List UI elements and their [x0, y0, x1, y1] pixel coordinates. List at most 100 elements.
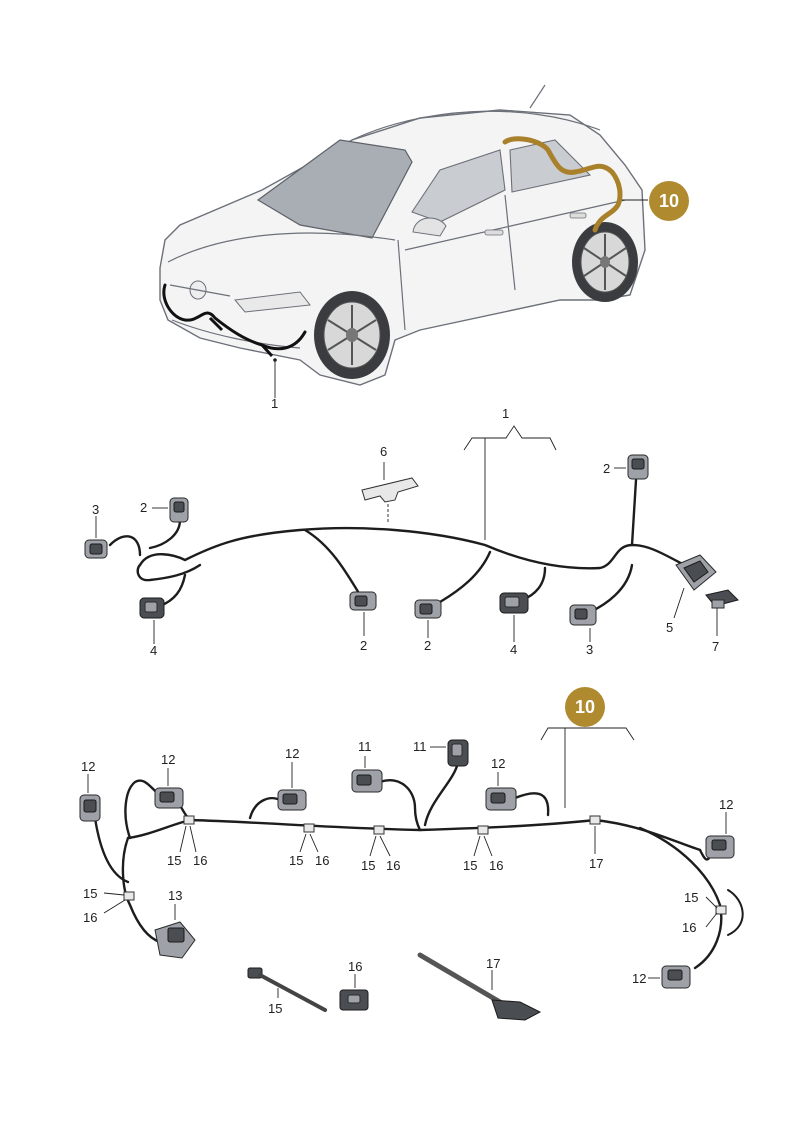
- loose-clip-16: [339, 989, 369, 1011]
- label-rear-12-e: 12: [491, 756, 505, 771]
- front-connector-2-mid: [349, 591, 377, 611]
- label-front-2-center: 2: [424, 638, 431, 653]
- rear-connector-12-a: [79, 794, 101, 822]
- car-headlight: [234, 291, 311, 313]
- label-clip-6: 6: [380, 444, 387, 459]
- car-roof-line: [351, 110, 601, 141]
- car-callout-10-badge: 10: [649, 181, 689, 221]
- rear-loop-right: [727, 889, 744, 936]
- car-antenna: [529, 84, 546, 109]
- car-rear-harness-highlight: [502, 136, 623, 233]
- rear-tie-g: [715, 905, 727, 915]
- front-connector-2-center: [414, 599, 442, 619]
- front-connector-3-right: [569, 604, 597, 626]
- car-front-bumper-harness: [162, 283, 307, 351]
- car-windshield: [256, 139, 413, 239]
- label-rear-12-c: 12: [285, 746, 299, 761]
- car-character-line: [404, 199, 626, 251]
- rear-branch-12-e: [513, 792, 550, 817]
- rear-harness-diagram: [79, 727, 744, 1021]
- car-door-handle-front: [484, 229, 504, 236]
- rear-branch-11-b: [423, 760, 460, 827]
- front-connector-3-left: [84, 539, 108, 559]
- front-harness-diagram: [84, 425, 739, 644]
- rear-harness-bracket: [540, 727, 635, 741]
- loose-cable-tie-17: [417, 952, 542, 1021]
- front-main-connector-5: [675, 554, 717, 591]
- rear-branch-12-c: [248, 796, 282, 820]
- label-loose-16: 16: [348, 959, 362, 974]
- label-rear-12-b: 12: [161, 752, 175, 767]
- rear-connector-12-d: [705, 835, 735, 859]
- label-front-2-left: 2: [140, 500, 147, 515]
- front-branch-loop: [136, 563, 202, 582]
- label-rear-15-c: 15: [361, 858, 375, 873]
- car-illustration: [159, 84, 648, 398]
- front-bracket-7: [705, 589, 739, 609]
- label-front-2-right: 2: [603, 461, 610, 476]
- label-front-7: 7: [712, 639, 719, 654]
- label-rear-12-d: 12: [719, 797, 733, 812]
- label-front-4-right: 4: [510, 642, 517, 657]
- rear-tie-e: [589, 815, 601, 825]
- label-rear-15-f: 15: [684, 890, 698, 905]
- front-connector-4-right: [499, 592, 529, 614]
- rear-branch-12-a: [93, 816, 130, 884]
- label-loose-17: 17: [486, 956, 500, 971]
- label-rear-12-f: 12: [632, 971, 646, 986]
- label-front-2-mid: 2: [360, 638, 367, 653]
- label-rear-16-d: 16: [489, 858, 503, 873]
- front-branch-3-right: [588, 563, 634, 614]
- rear-tie-f: [123, 891, 135, 901]
- rear-branch-13: [121, 836, 162, 944]
- rear-callout-10-badge: 10: [565, 687, 605, 727]
- car-hood-line: [167, 232, 396, 263]
- car-door-handle-rear: [569, 212, 587, 219]
- front-harness-bracket: [463, 425, 557, 451]
- car-door-line-rear: [504, 194, 516, 291]
- front-branch-2-right: [630, 478, 638, 547]
- label-rear-16-a: 16: [193, 853, 207, 868]
- label-rear-15-e: 15: [83, 886, 97, 901]
- rear-connector-11-b: [447, 739, 469, 767]
- front-connector-4-left: [139, 597, 165, 619]
- label-rear-13: 13: [168, 888, 182, 903]
- svg-text:10: 10: [575, 697, 595, 717]
- label-front-3-left: 3: [92, 502, 99, 517]
- rear-connector-11-a: [351, 769, 383, 793]
- loose-cable-tie-15: [247, 967, 327, 1012]
- label-rear-15-a: 15: [167, 853, 181, 868]
- rear-connector-12-c: [277, 789, 307, 811]
- label-rear-15-b: 15: [289, 853, 303, 868]
- front-leader-5: [673, 587, 685, 619]
- label-rear-16-c: 16: [386, 858, 400, 873]
- car-door-line-front: [397, 239, 406, 331]
- rear-tie-d: [477, 825, 489, 835]
- clip-6-part: [361, 477, 419, 503]
- label-rear-11-b: 11: [413, 739, 427, 754]
- label-rear-15-d: 15: [463, 858, 477, 873]
- label-front-5: 5: [666, 620, 673, 635]
- front-branch-2-mid: [303, 528, 362, 597]
- rear-branch-11-a: [378, 779, 422, 832]
- rear-tie-c: [373, 825, 385, 835]
- label-rear-16-e: 16: [83, 910, 97, 925]
- rear-branch-12-a-loop: [124, 779, 162, 840]
- car-front-harness-branch: [208, 316, 274, 358]
- front-harness-label: 1: [502, 406, 509, 421]
- front-connector-2-right: [627, 454, 649, 480]
- label-rear-16-b: 16: [315, 853, 329, 868]
- front-branch-2-left: [148, 518, 182, 550]
- rear-connector-12-f: [661, 965, 691, 989]
- label-rear-12-a: 12: [81, 759, 95, 774]
- front-branch-3: [108, 535, 142, 557]
- label-rear-11-a: 11: [358, 739, 372, 754]
- front-connector-2-left: [169, 497, 189, 523]
- car-callout-1: 1: [271, 396, 278, 411]
- car-grille-top: [169, 284, 231, 297]
- car-rear-wheel: [572, 222, 638, 302]
- label-front-3-right: 3: [586, 642, 593, 657]
- rear-branch-12-f: [638, 826, 723, 970]
- label-loose-15: 15: [268, 1001, 282, 1016]
